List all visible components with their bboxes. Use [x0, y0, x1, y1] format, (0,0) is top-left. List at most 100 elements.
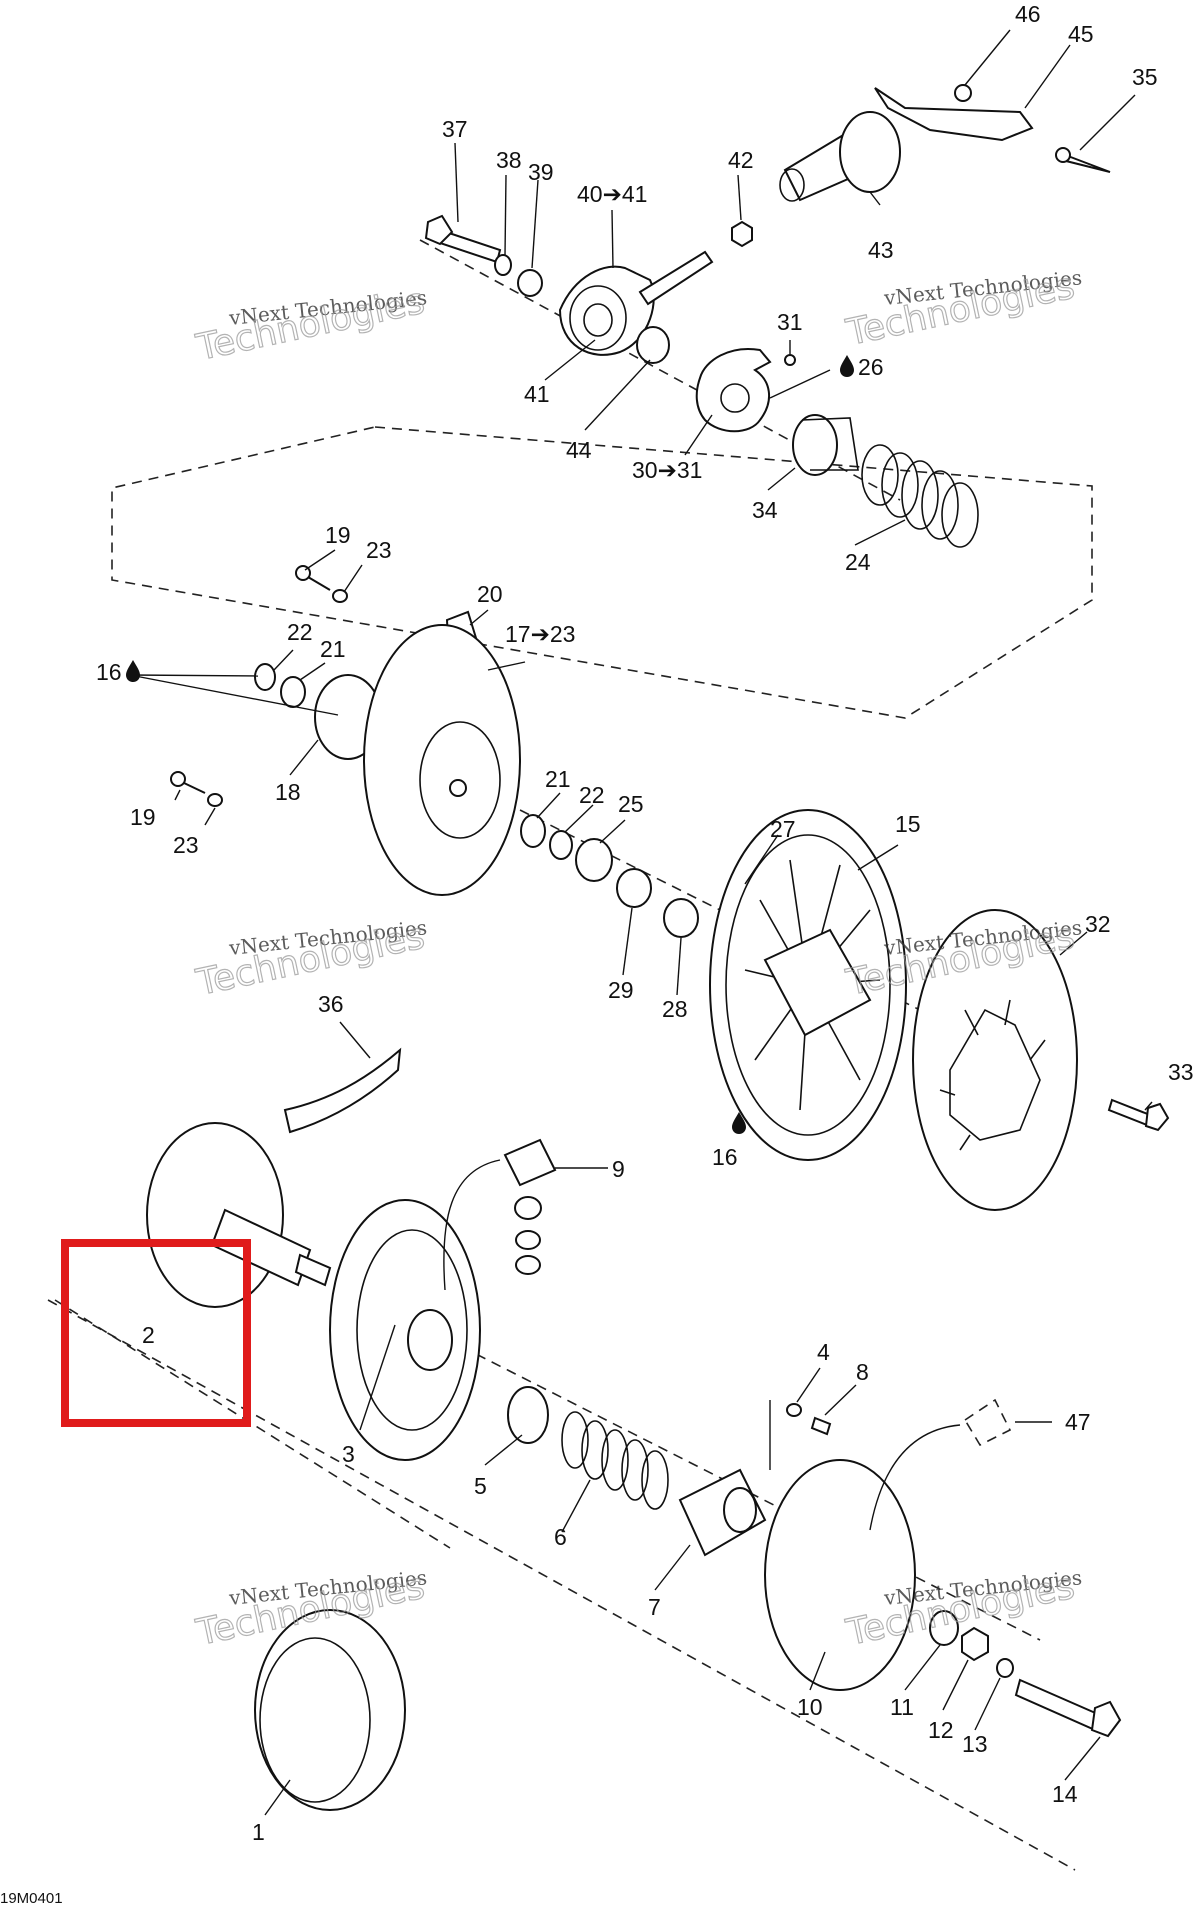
callout-40: 40➔41: [577, 181, 647, 207]
axis-line-lower: [339, 1284, 1041, 1641]
part-7-bore: [723, 1487, 757, 1533]
part-28-washer: [663, 898, 699, 938]
callout-15: 15: [895, 811, 921, 837]
part-35-pin-head: [1055, 147, 1071, 163]
part-17-sheave: [363, 624, 521, 896]
part-17-sheave-hub: [419, 721, 501, 839]
part-3-hub: [407, 1309, 453, 1371]
part-29-washer: [616, 868, 652, 908]
callout-labels: 46 45 35 37 38 39 40➔41 42 43 41 44 30➔3…: [96, 1, 1194, 1845]
part-30-cam-hub: [720, 383, 750, 413]
callout-34: 34: [752, 497, 778, 523]
part-43-shaft-end: [779, 168, 805, 202]
callout-18: 18: [275, 779, 301, 805]
part-12-nut: [961, 1626, 989, 1662]
callout-22-left: 22: [287, 619, 313, 645]
part-15-hub: [763, 928, 872, 1037]
watermark-text: Technologies: [192, 281, 428, 369]
part-19-bolt-bottom: [170, 771, 186, 787]
part-41-bearing-inner: [583, 303, 613, 337]
callout-10: 10: [797, 1694, 823, 1720]
callout-25: 25: [618, 791, 644, 817]
callout-7: 7: [648, 1594, 661, 1620]
callout-22-right: 22: [579, 782, 605, 808]
callout-47: 47: [1065, 1409, 1091, 1435]
part-47-clip: [963, 1398, 1012, 1447]
lubricant-drop-icon: [126, 660, 140, 682]
highlight-box: [61, 1239, 251, 1427]
part-13-lockwasher: [996, 1658, 1014, 1678]
part-2-shaft: [210, 1208, 312, 1287]
part-21-bushing-right: [520, 814, 546, 848]
part-31-screw: [784, 354, 796, 366]
part-30-cam: [695, 348, 772, 433]
callout-8: 8: [856, 1359, 869, 1385]
part-11-washer: [929, 1610, 959, 1646]
part-6-spring: [561, 1411, 669, 1510]
part-23-washer-top: [332, 589, 348, 603]
part-9-washer-b: [515, 1255, 541, 1275]
part-14-bolt-head: [1090, 1700, 1122, 1738]
callout-27: 27: [770, 816, 796, 842]
part-33-bolt-head: [1144, 1102, 1170, 1132]
callout-31: 31: [777, 309, 803, 335]
part-36-slider: [283, 1047, 402, 1134]
part-4-washer: [786, 1403, 802, 1417]
part-45-bracket: [874, 87, 1034, 142]
callout-29: 29: [608, 977, 634, 1003]
callout-11: 11: [890, 1694, 914, 1720]
callout-43: 43: [868, 237, 894, 263]
callout-16-left: 16: [96, 659, 122, 685]
part-24-spring: [861, 444, 979, 548]
part-9-roller-holder: [503, 1138, 557, 1187]
part-5-washer: [507, 1386, 549, 1444]
callout-41: 41: [524, 381, 550, 407]
callout-13: 13: [962, 1731, 988, 1757]
part-40-arm: [558, 265, 655, 356]
callout-24: 24: [845, 549, 871, 575]
callout-14: 14: [1052, 1781, 1078, 1807]
callout-17: 17➔23: [505, 621, 575, 647]
part-38-lockwasher: [494, 254, 512, 276]
callout-9: 9: [612, 1156, 625, 1182]
callout-6: 6: [554, 1524, 567, 1550]
callout-5: 5: [474, 1473, 487, 1499]
part-3-sheave-inner: [356, 1229, 468, 1431]
part-37-bolt-head: [424, 214, 454, 246]
callout-30: 30➔31: [632, 457, 702, 483]
part-10-cover: [764, 1459, 916, 1691]
callout-4: 4: [817, 1339, 830, 1365]
callout-26: 26: [858, 354, 884, 380]
callout-42: 42: [728, 147, 754, 173]
part-32-slots: [939, 999, 1046, 1151]
part-43-flange: [839, 111, 901, 193]
part-44-washer: [636, 326, 670, 364]
part-19-bolt-top-shank: [307, 576, 331, 591]
part-14-bolt: [1014, 1678, 1102, 1732]
callout-38: 38: [496, 147, 522, 173]
callout-23-bottom: 23: [173, 832, 199, 858]
callout-20: 20: [477, 581, 503, 607]
callout-32: 32: [1085, 911, 1111, 937]
part-21-bushing-left: [280, 676, 306, 708]
part-9-washer-a: [515, 1230, 541, 1250]
assembly-outline-lower-b: [54, 1299, 451, 1549]
part-2-shaft-thread: [294, 1253, 332, 1287]
part-42-nut: [731, 220, 753, 248]
part-32-cover: [912, 909, 1078, 1211]
callout-21-right: 21: [545, 766, 571, 792]
callout-36: 36: [318, 991, 344, 1017]
callout-33: 33: [1168, 1059, 1194, 1085]
part-8-screw: [810, 1416, 832, 1436]
callout-44: 44: [566, 437, 592, 463]
part-1-cover-rim: [259, 1637, 371, 1803]
callout-45: 45: [1068, 21, 1094, 47]
assembly-outline-lower: [47, 1299, 1076, 1871]
callout-35: 35: [1132, 64, 1158, 90]
part-23-washer-bottom: [207, 793, 223, 807]
callout-3: 3: [342, 1441, 355, 1467]
part-34-bushing-body: [801, 417, 859, 471]
part-17-sheave-bore: [449, 779, 467, 797]
part-41-bearing: [569, 285, 627, 351]
callout-16-right: 16: [712, 1144, 738, 1170]
